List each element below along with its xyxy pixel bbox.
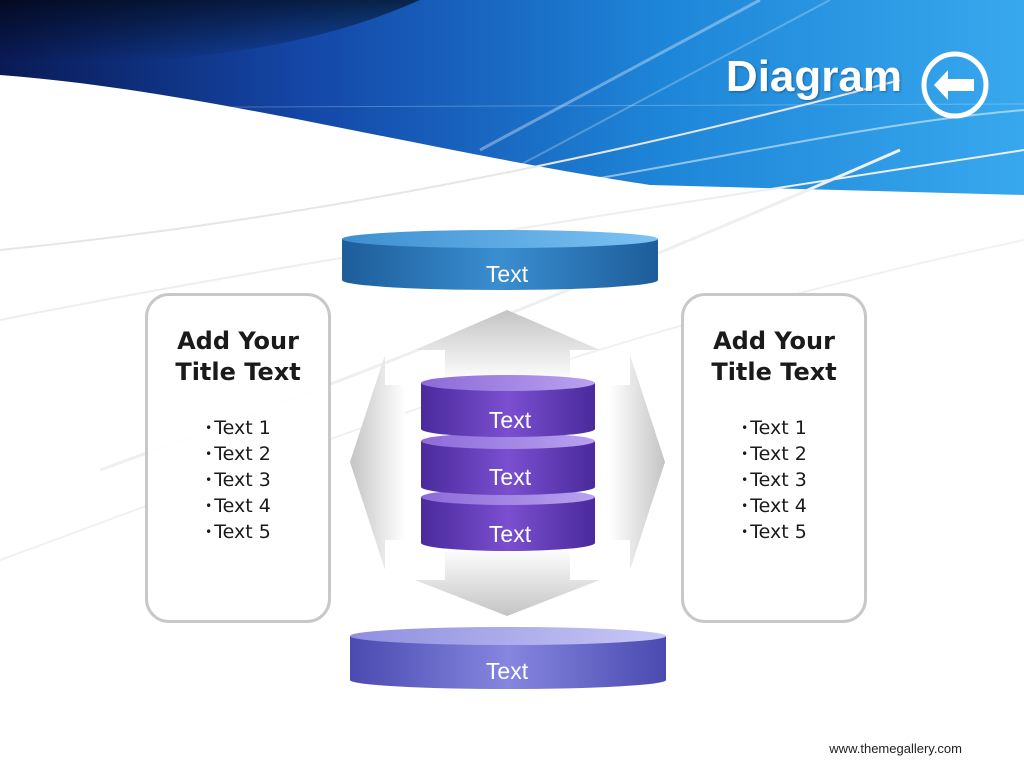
right-panel-title-line2: Title Text (711, 358, 837, 386)
arrow-left-shape (350, 355, 405, 570)
stack-label-3: Text (489, 521, 532, 547)
list-item: Text 2 (205, 442, 271, 468)
top-disc: Text (342, 230, 658, 290)
list-item: Text 4 (741, 494, 807, 520)
list-item: Text 5 (741, 520, 807, 546)
arrow-down-shape (415, 548, 600, 616)
footer-website: www.themegallery.com (829, 741, 962, 756)
stack-label-2: Text (489, 464, 532, 490)
list-item: Text 2 (741, 442, 807, 468)
top-disc-label: Text (486, 261, 529, 287)
right-panel-title-line1: Add Your (713, 327, 835, 355)
right-panel-title: Add Your Title Text (684, 326, 864, 388)
stack-cylinder-3: Text (421, 489, 595, 551)
stack-cylinder-1: Text (421, 375, 595, 437)
bottom-disc: Text (350, 627, 666, 689)
list-item: Text 5 (205, 520, 271, 546)
back-arrow-icon[interactable] (920, 50, 990, 120)
stack-label-1: Text (489, 407, 532, 433)
list-item: Text 4 (205, 494, 271, 520)
left-panel-title-line2: Title Text (175, 358, 301, 386)
list-item: Text 3 (205, 468, 271, 494)
right-panel-list: Text 1 Text 2 Text 3 Text 4 Text 5 (741, 416, 807, 546)
arrow-up-shape (415, 310, 600, 382)
arrow-right-shape (610, 355, 665, 570)
left-panel-title: Add Your Title Text (148, 326, 328, 388)
left-text-panel: Add Your Title Text Text 1 Text 2 Text 3… (145, 293, 331, 623)
list-item: Text 1 (741, 416, 807, 442)
left-panel-title-line1: Add Your (177, 327, 299, 355)
right-text-panel: Add Your Title Text Text 1 Text 2 Text 3… (681, 293, 867, 623)
list-item: Text 1 (205, 416, 271, 442)
slide-title: Diagram (725, 52, 902, 101)
stack-cylinder-2: Text (421, 433, 595, 495)
bottom-disc-label: Text (486, 658, 529, 684)
left-panel-list: Text 1 Text 2 Text 3 Text 4 Text 5 (205, 416, 271, 546)
list-item: Text 3 (741, 468, 807, 494)
